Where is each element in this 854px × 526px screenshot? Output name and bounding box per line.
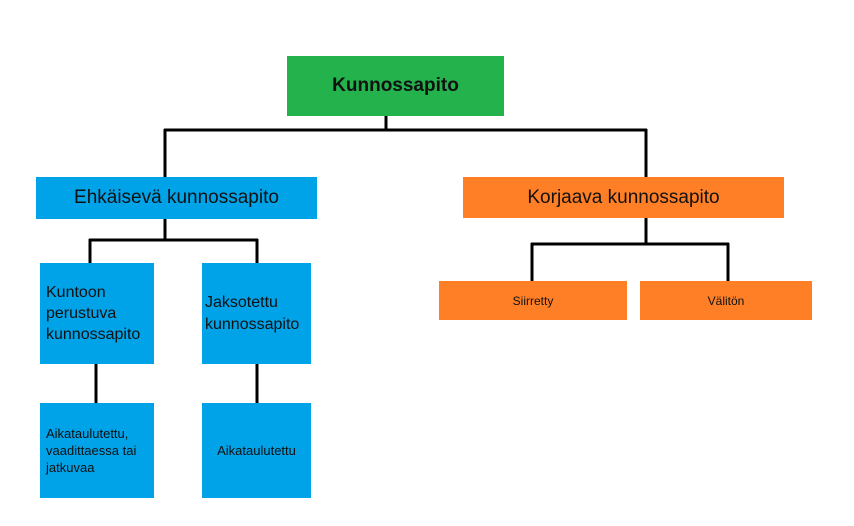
node-preventive-maintenance: Ehkäisevä kunnossapito: [36, 177, 317, 219]
node-immediate: Välitön: [640, 281, 812, 320]
node-condition-based-line-1: Kuntoon: [46, 284, 106, 301]
node-periodic-line-2: kunnossapito: [205, 315, 300, 333]
node-scheduled-condition-text: Aikataulutettu, vaadittaessa tai jatkuva…: [46, 425, 136, 476]
node-scheduled-condition-line-1: Aikataulutettu,: [46, 426, 129, 441]
node-immediate-label: Välitön: [707, 293, 745, 308]
node-deferred: Siirretty: [439, 281, 627, 320]
node-preventive-maintenance-label: Ehkäisevä kunnossapito: [74, 187, 279, 208]
node-condition-based-line-2: perustuva: [46, 305, 117, 322]
node-periodic-maintenance-text: Jaksotettu kunnossapito: [205, 292, 299, 336]
node-scheduled-periodic: Aikataulutettu: [202, 403, 311, 498]
node-maintenance-root: Kunnossapito: [287, 56, 504, 116]
node-scheduled-condition-line-3: jatkuvaa: [46, 460, 95, 475]
node-deferred-label: Siirretty: [512, 293, 554, 308]
node-corrective-maintenance-label: Korjaava kunnossapito: [527, 186, 720, 208]
node-condition-based-maintenance: Kuntoon perustuva kunnossapito: [40, 263, 154, 364]
node-periodic-line-1: Jaksotettu: [205, 293, 278, 311]
node-corrective-maintenance: Korjaava kunnossapito: [463, 177, 784, 218]
node-condition-based-line-3: kunnossapito: [46, 326, 141, 343]
node-scheduled-condition-line-2: vaadittaessa tai: [46, 443, 137, 458]
connector-group: [88, 116, 730, 403]
node-condition-based-maintenance-text: Kuntoon perustuva kunnossapito: [46, 282, 140, 345]
node-scheduled-periodic-label: Aikataulutettu: [217, 443, 296, 458]
node-scheduled-condition: Aikataulutettu, vaadittaessa tai jatkuva…: [40, 403, 154, 498]
node-maintenance-root-label: Kunnossapito: [332, 75, 459, 96]
node-periodic-maintenance: Jaksotettu kunnossapito: [202, 263, 311, 364]
